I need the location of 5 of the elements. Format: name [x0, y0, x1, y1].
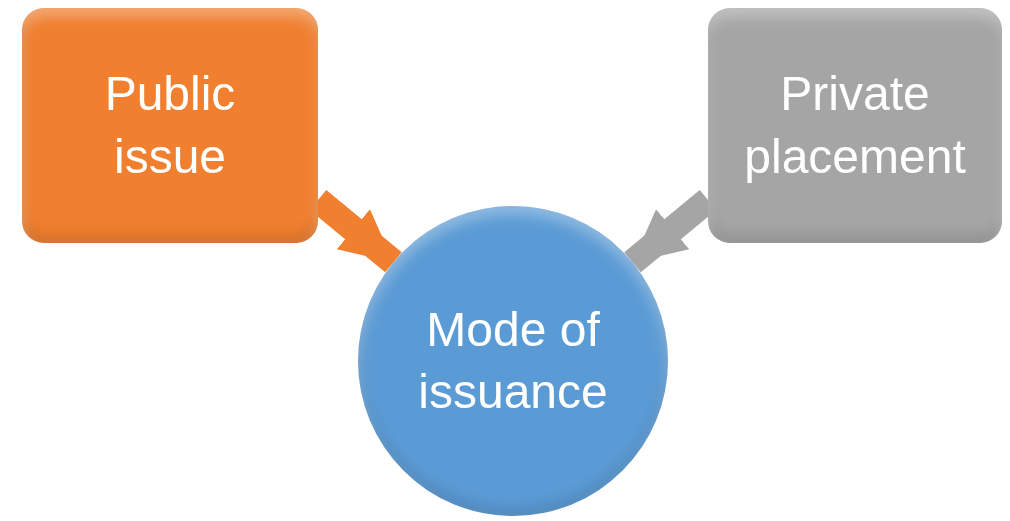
rounded-box	[22, 8, 318, 243]
node-label: Mode of issuance	[417, 301, 609, 420]
rounded-box	[708, 8, 1002, 243]
node-label: Public issue	[103, 66, 237, 185]
node-label: Private placement	[743, 66, 967, 185]
